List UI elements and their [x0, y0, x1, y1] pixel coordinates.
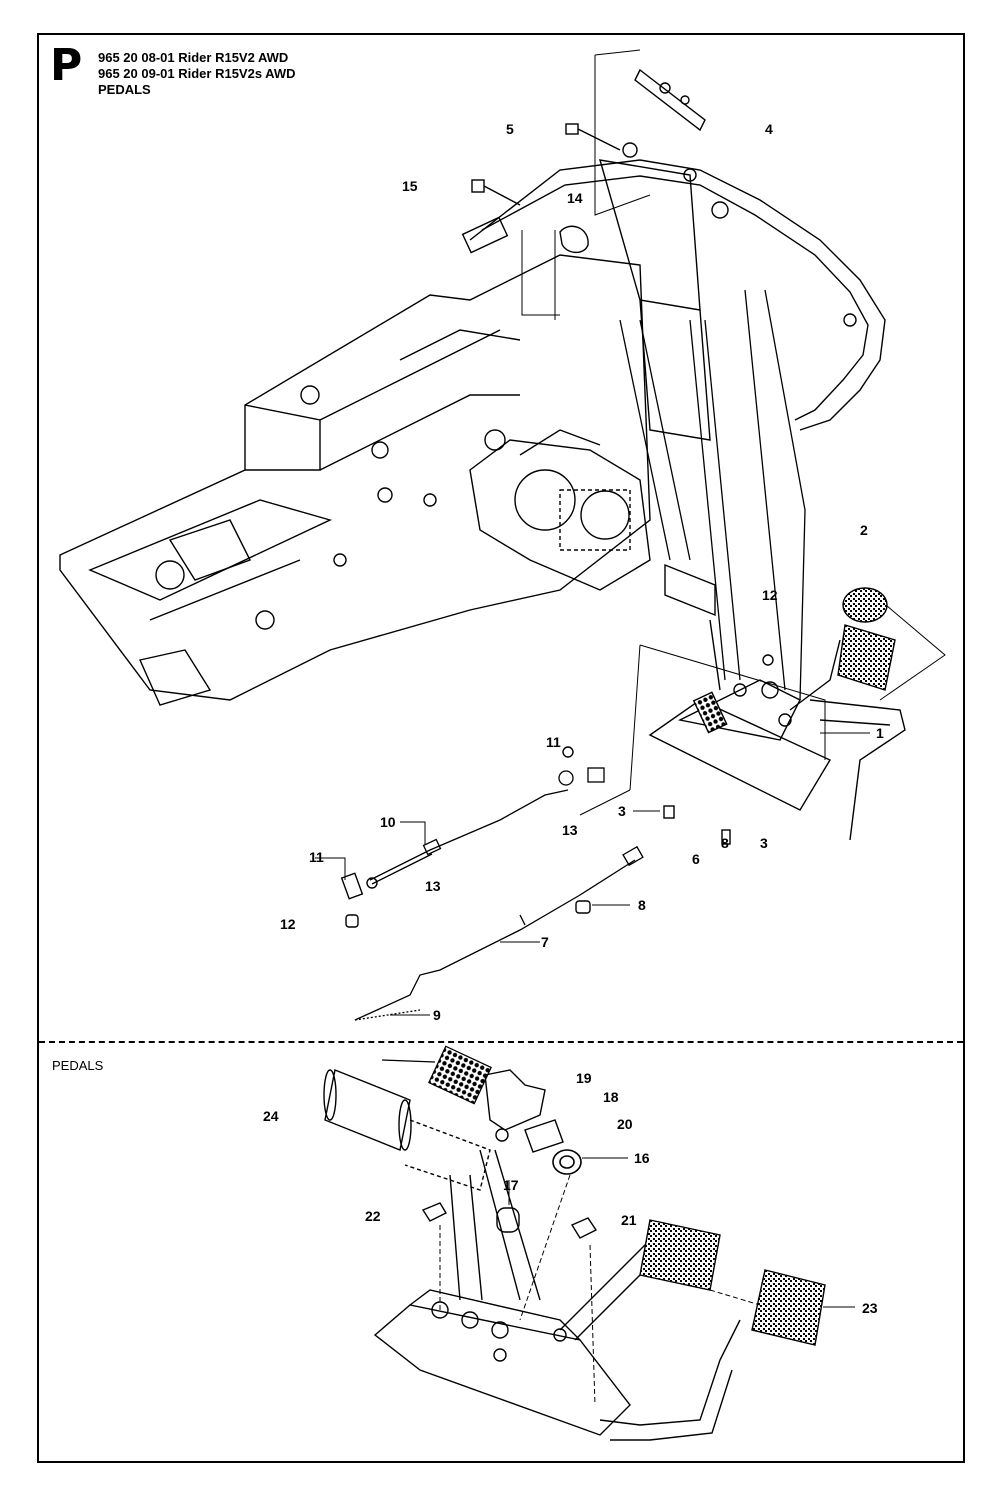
callout-20: 20: [617, 1116, 633, 1132]
part-24-sleeve: [323, 1069, 491, 1191]
callout-labels: 1 2 3 3 4 5 6 7 8 8 9 10 11 11 12 12 13 …: [263, 121, 884, 1316]
part-16-bushing: [552, 1149, 582, 1175]
part-14-clip: [559, 225, 589, 254]
callout-leaders-lower: [508, 1157, 855, 1308]
part-7-cable: [354, 845, 644, 1021]
callout-14: 14: [567, 190, 583, 206]
model-line-2: 965 20 09-01 Rider R15V2s AWD: [98, 66, 296, 81]
callout-6: 6: [692, 851, 700, 867]
part-21-clip: [570, 1217, 598, 1239]
callout-13b: 13: [425, 878, 441, 894]
steering-support-bar: [461, 142, 886, 441]
callout-12a: 12: [762, 587, 778, 603]
callout-9: 9: [433, 1007, 441, 1023]
callout-5: 5: [506, 121, 514, 137]
part-2-pedal-pad: [837, 587, 896, 691]
pedal-rods: [619, 289, 806, 701]
part-15-bolt: [471, 179, 521, 206]
transmission-housing: [469, 429, 651, 591]
callout-8b: 8: [721, 835, 729, 851]
callout-leaders-upper: [315, 732, 870, 1016]
part-1-pedal-assembly: [648, 563, 906, 841]
assembly-reference-lines: [521, 49, 946, 816]
callout-2: 2: [860, 522, 868, 538]
part-22-clip: [421, 1202, 447, 1222]
part-17-spacer: [496, 1207, 520, 1233]
callout-10: 10: [380, 814, 396, 830]
part-19-spring: [381, 1045, 492, 1105]
callout-19: 19: [576, 1070, 592, 1086]
callout-16: 16: [634, 1150, 650, 1166]
fasteners-upper: [340, 654, 774, 928]
part-20-block: [524, 1119, 564, 1153]
callout-12b: 12: [280, 916, 296, 932]
callout-17: 17: [503, 1177, 519, 1193]
pedals-subsection-title: PEDALS: [52, 1058, 104, 1073]
callout-7: 7: [541, 934, 549, 950]
callout-3a: 3: [618, 803, 626, 819]
callout-11b: 11: [309, 849, 324, 865]
part-4-bracket: [634, 68, 706, 132]
lower-pedal-base: [373, 1289, 631, 1436]
callout-4: 4: [765, 121, 773, 137]
callout-21: 21: [621, 1212, 637, 1228]
chassis-frame: [59, 254, 651, 706]
section-logo: P: [50, 40, 83, 91]
callout-8a: 8: [638, 897, 646, 913]
callout-3b: 3: [760, 835, 768, 851]
callout-24: 24: [263, 1108, 279, 1124]
callout-1: 1: [876, 725, 884, 741]
part-5-bolt: [565, 123, 621, 151]
section-title: PEDALS: [98, 82, 151, 97]
part-23-pedal-pads: [639, 1219, 826, 1346]
callout-15: 15: [402, 178, 418, 194]
callout-18: 18: [603, 1089, 619, 1105]
callout-11a: 11: [546, 734, 561, 750]
section-divider: [39, 1041, 963, 1043]
callout-22: 22: [365, 1208, 381, 1224]
part-10-cable: [369, 767, 605, 885]
assembly-reference-lines-lower: [439, 1174, 761, 1406]
callout-13a: 13: [562, 822, 578, 838]
callout-23: 23: [862, 1300, 878, 1316]
diagram-frame: [37, 33, 965, 1463]
model-line-1: 965 20 08-01 Rider R15V2 AWD: [98, 50, 289, 65]
part-18-bracket: [484, 1069, 546, 1142]
